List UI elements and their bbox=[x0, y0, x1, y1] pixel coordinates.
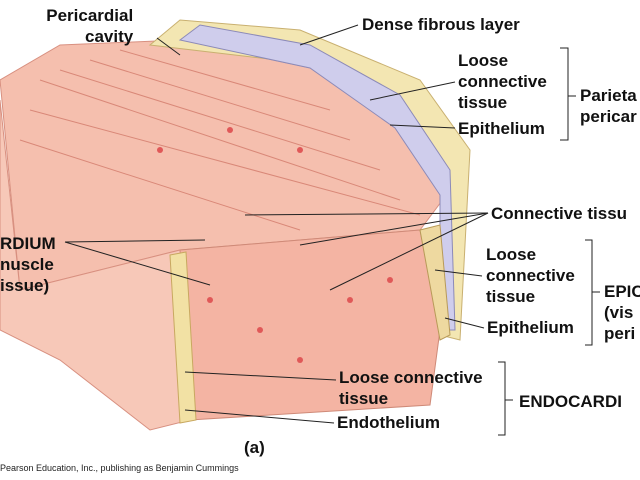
label-line: tissue bbox=[339, 389, 389, 408]
nuclei bbox=[157, 127, 393, 363]
label-line: Pericardial bbox=[46, 6, 134, 25]
myocardium-left bbox=[0, 99, 191, 431]
label-line: (vis bbox=[604, 303, 634, 322]
label-pericardial-cavity: Pericardial cavity bbox=[35, 5, 133, 47]
label-line: Loose bbox=[458, 51, 509, 70]
visceral-layer bbox=[419, 224, 451, 341]
label-epicardium-loose-connective-tissue: Loose connective tissue bbox=[486, 244, 575, 307]
label-endocardium-loose-connective-tissue: Loose connective tissue bbox=[339, 367, 483, 409]
label-dense-fibrous-layer: Dense fibrous layer bbox=[362, 15, 520, 34]
label-epicardium-epithelium: Epithelium bbox=[487, 318, 574, 337]
label-line: EPIC bbox=[604, 282, 640, 301]
label-line: Loose bbox=[486, 245, 537, 264]
label-line: issue) bbox=[0, 276, 50, 295]
label-line: tissue bbox=[458, 93, 508, 112]
label-parietal-pericardium: Parieta pericar bbox=[580, 85, 637, 127]
label-line: RDIUM bbox=[0, 234, 56, 253]
label-parietal-loose-connective-tissue: Loose connective tissue bbox=[458, 50, 547, 113]
label-myocardium: RDIUM nuscle issue) bbox=[0, 233, 56, 296]
endocardium-strip bbox=[169, 251, 197, 424]
label-endothelium: Endothelium bbox=[337, 413, 440, 432]
parietal-epithelium bbox=[178, 24, 456, 331]
label-endocardium: ENDOCARDI bbox=[519, 392, 622, 411]
label-line: Loose connective bbox=[339, 368, 483, 387]
copyright-text: Pearson Education, Inc., publishing as B… bbox=[0, 463, 239, 473]
leader-lines bbox=[64, 24, 600, 436]
label-line: peri bbox=[604, 324, 636, 343]
label-line: connective bbox=[458, 72, 547, 91]
label-line: Parieta bbox=[580, 86, 637, 105]
label-line: connective bbox=[486, 266, 575, 285]
label-connective-tissue: Connective tissu bbox=[491, 204, 628, 223]
label-line: pericar bbox=[580, 107, 637, 126]
label-parietal-epithelium: Epithelium bbox=[458, 119, 545, 138]
label-line: tissue bbox=[486, 287, 536, 306]
label-epicardium: EPIC (vis peri bbox=[604, 281, 640, 344]
panel-label: (a) bbox=[244, 438, 265, 457]
label-line: cavity bbox=[85, 27, 134, 46]
label-line: nuscle bbox=[0, 255, 54, 274]
